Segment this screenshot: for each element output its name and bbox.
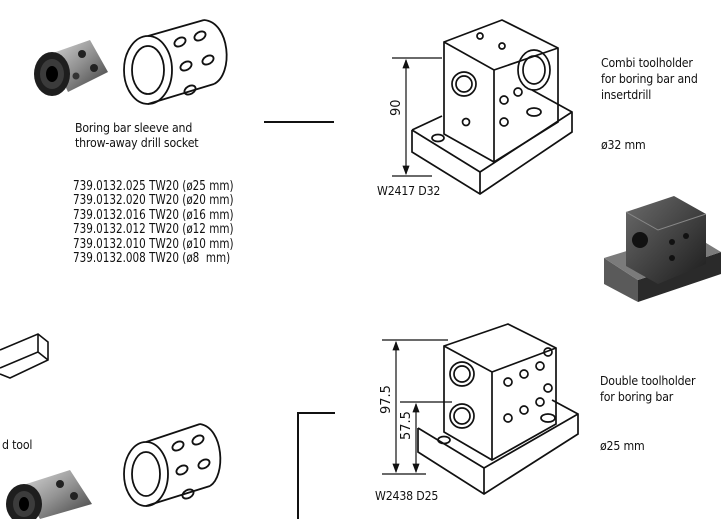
sleeve-photo-bottom <box>6 470 92 519</box>
combi-dim-height: 90 <box>389 99 404 116</box>
sleeve-code-row: 739.0132.012 TW20 (ø12 mm) <box>73 222 234 238</box>
sleeve-code-row: 739.0132.008 TW20 (ø8 mm) <box>73 251 231 267</box>
connector-line-bottom-v <box>297 412 299 519</box>
sleeve-code-row: 739.0132.020 TW20 (ø20 mm) <box>73 193 234 209</box>
double-toolholder-drawing: 97.5 57.5 <box>379 323 579 496</box>
combi-toolholder-drawing: 90 <box>389 19 573 196</box>
combi-code: W2417 D32 <box>377 183 441 198</box>
combi-desc-line3: insertdrill <box>601 87 652 102</box>
double-desc-line1: Double toolholder <box>600 373 696 388</box>
double-dim-height-2: 57.5 <box>399 411 414 440</box>
sleeve-caption-line1: Boring bar sleeve and <box>75 120 193 135</box>
tool-bar-drawing <box>0 333 49 379</box>
sleeve-code-list: 739.0132.025 TW20 (ø25 mm) 739.0132.020 … <box>73 179 234 267</box>
combi-diameter: ø32 mm <box>601 137 646 152</box>
sleeve-code-row: 739.0132.025 TW20 (ø25 mm) <box>73 179 234 194</box>
sleeve-drawing <box>123 19 228 105</box>
combi-desc-line1: Combi toolholder <box>601 55 693 70</box>
sleeve-photo <box>34 40 108 96</box>
double-dim-height-1: 97.5 <box>379 385 394 414</box>
double-diameter: ø25 mm <box>600 438 645 453</box>
sleeve-drawing-bottom <box>123 423 222 507</box>
double-code: W2438 D25 <box>375 488 439 503</box>
sleeve-caption-line2: throw-away drill socket <box>75 135 199 150</box>
connector-line-bottom-h <box>297 412 335 414</box>
combi-toolholder-photo <box>604 196 721 302</box>
combi-desc-line2: for boring bar and <box>601 71 698 86</box>
connector-line-top <box>264 121 334 123</box>
partial-tool-label: d tool <box>2 437 33 452</box>
double-desc-line2: for boring bar <box>600 389 674 404</box>
sleeve-code-row: 739.0132.010 TW20 (ø10 mm) <box>73 236 234 252</box>
sleeve-code-row: 739.0132.016 TW20 (ø16 mm) <box>73 207 234 223</box>
